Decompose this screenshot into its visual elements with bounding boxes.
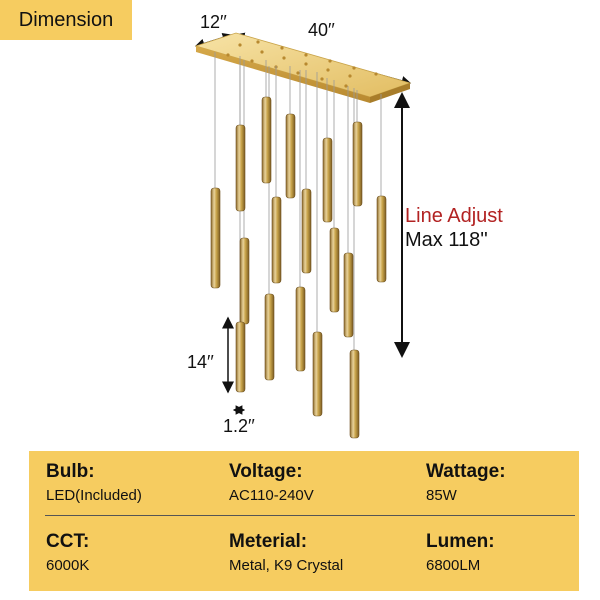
length-label: 40′′ — [308, 20, 335, 40]
pendant-tubes — [210, 96, 387, 439]
spec-label: Voltage: — [229, 461, 303, 482]
line-adjust-max: Max 118'' — [405, 229, 488, 251]
spec-value: AC110-240V — [229, 487, 314, 504]
spec-divider — [45, 515, 575, 516]
width-label: 12′′ — [200, 12, 227, 32]
spec-bulb: Bulb: LED(Included) — [46, 459, 142, 507]
spec-value: 6000K — [46, 557, 90, 574]
spec-panel: Bulb: LED(Included) Voltage: AC110-240V … — [29, 451, 579, 591]
spec-row: CCT: 6000K Meterial: Metal, K9 Crystal L… — [29, 521, 579, 591]
dimension-badge: Dimension — [0, 0, 132, 40]
canopy — [194, 32, 412, 103]
spec-label: Lumen: — [426, 531, 495, 552]
spec-label: Bulb: — [46, 461, 95, 482]
spec-value: 6800LM — [426, 557, 481, 574]
spec-material: Meterial: Metal, K9 Crystal — [229, 529, 343, 577]
spec-label: Meterial: — [229, 531, 308, 552]
spec-value: 85W — [426, 487, 457, 504]
pendant-length-label: 14′′ — [187, 352, 214, 372]
spec-value: LED(Included) — [46, 487, 142, 504]
spec-label: Wattage: — [426, 461, 506, 482]
line-adjust-title: Line Adjust — [405, 205, 503, 227]
spec-row: Bulb: LED(Included) Voltage: AC110-240V … — [29, 451, 579, 521]
chandelier-drawing — [194, 32, 412, 439]
line-adjust-note: Line Adjust Max 118'' — [405, 204, 595, 252]
spec-voltage: Voltage: AC110-240V — [229, 459, 314, 507]
pendant-diameter-label: 1.2′′ — [223, 416, 255, 436]
spec-label: CCT: — [46, 531, 90, 552]
spec-wattage: Wattage: 85W — [426, 459, 506, 507]
spec-value: Metal, K9 Crystal — [229, 557, 344, 574]
spec-lumen: Lumen: 6800LM — [426, 529, 495, 577]
spec-cct: CCT: 6000K — [46, 529, 89, 577]
